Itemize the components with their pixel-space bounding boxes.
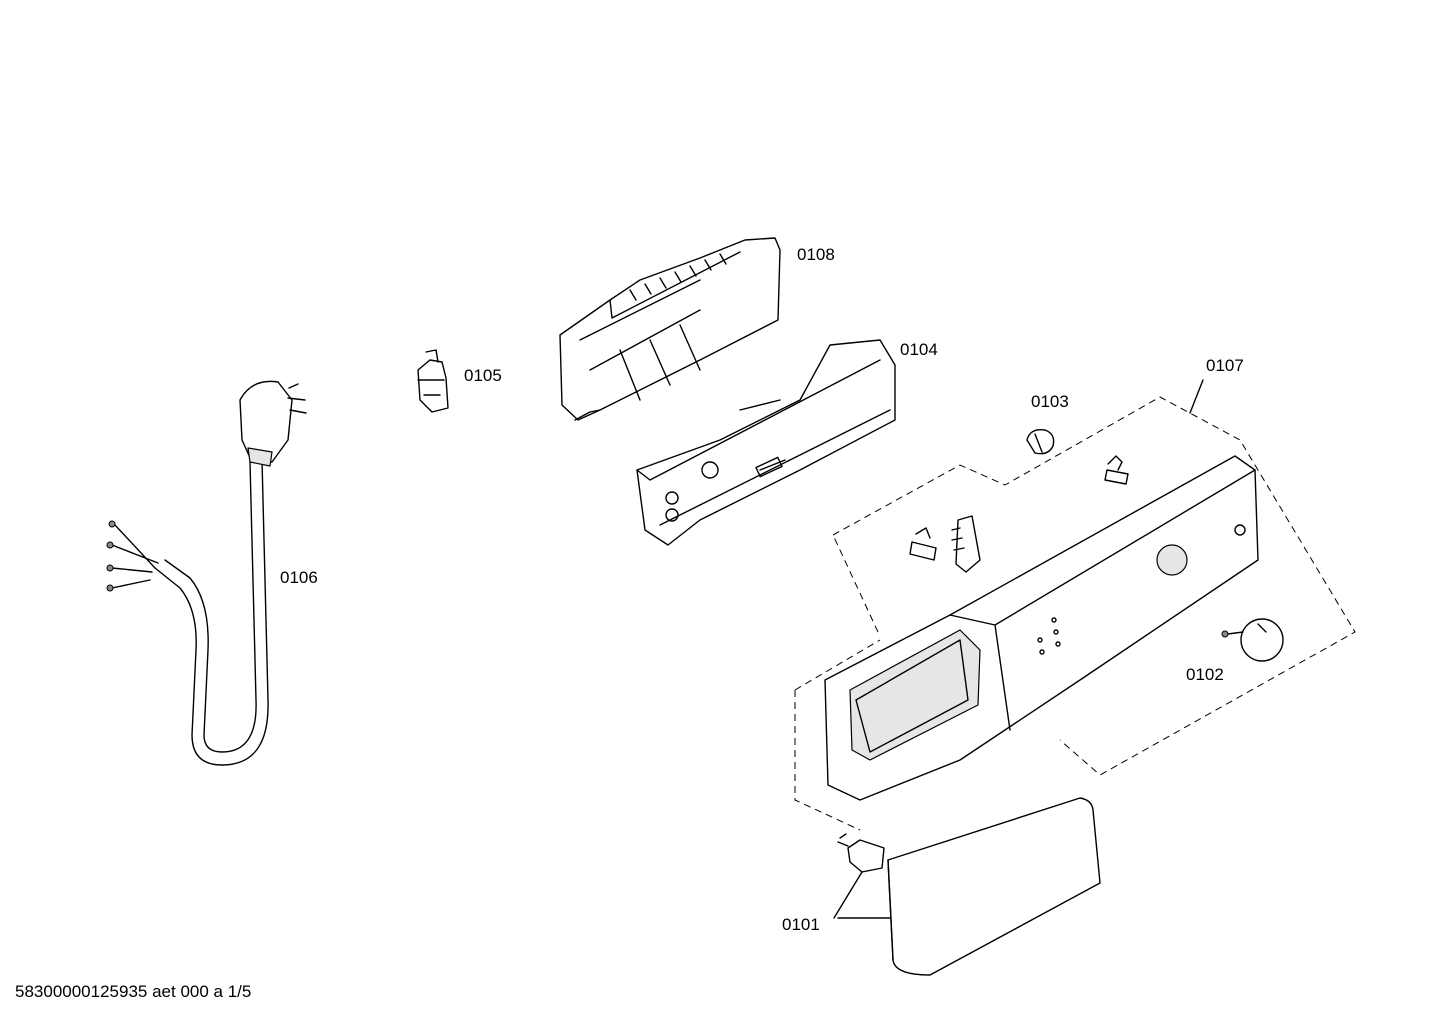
label-0107[interactable]: 0107 <box>1206 356 1244 375</box>
part-0106-power-cord[interactable] <box>106 380 307 766</box>
label-0102[interactable]: 0102 <box>1186 665 1224 684</box>
part-0105-clip[interactable] <box>417 349 449 413</box>
leader-lines <box>833 379 1204 919</box>
part-0102-knob[interactable] <box>1221 618 1284 662</box>
part-0101-drawer-front[interactable] <box>837 797 1101 976</box>
label-0101[interactable]: 0101 <box>782 915 820 934</box>
drawing-reference: 58300000125935 aet 000 a 1/5 <box>15 982 252 1001</box>
label-0103[interactable]: 0103 <box>1031 392 1069 411</box>
part-0108-housing[interactable] <box>559 237 781 421</box>
label-0105[interactable]: 0105 <box>464 366 502 385</box>
part-0107-control-panel[interactable] <box>824 455 1259 801</box>
assembly-outline <box>794 396 1356 831</box>
part-0104-module-frame[interactable] <box>636 339 896 546</box>
label-0108[interactable]: 0108 <box>797 245 835 264</box>
light-pipe-parts[interactable] <box>909 455 1129 573</box>
label-0104[interactable]: 0104 <box>900 340 938 359</box>
label-0106[interactable]: 0106 <box>280 568 318 587</box>
part-0103-button[interactable] <box>1026 429 1055 455</box>
